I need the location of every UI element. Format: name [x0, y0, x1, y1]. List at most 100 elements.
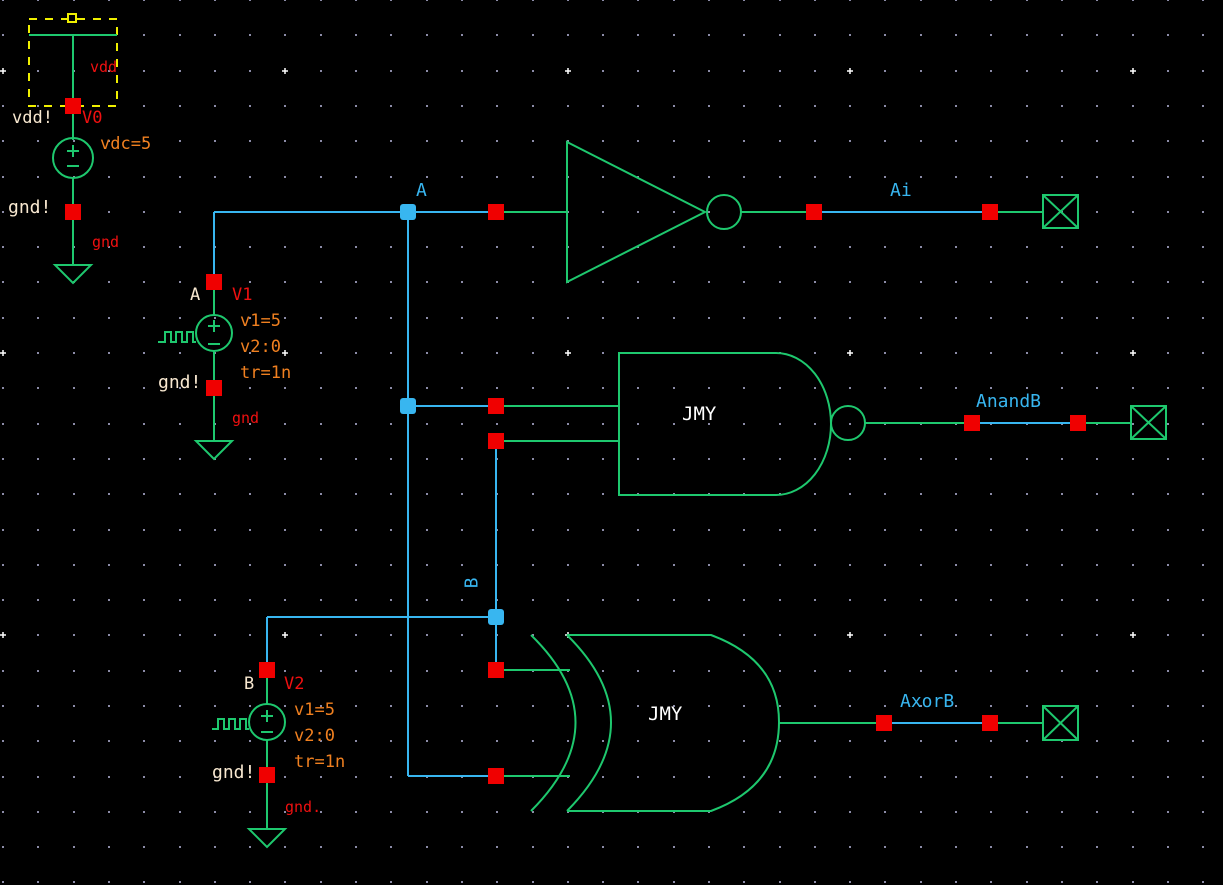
grid-dot [461, 529, 463, 531]
grid-dot [284, 34, 286, 36]
grid-dot [1061, 881, 1063, 883]
grid-dot [390, 634, 392, 636]
wire-label-axorb[interactable]: AxorB [900, 691, 955, 712]
grid-dot [884, 140, 886, 142]
pin[interactable] [488, 662, 504, 678]
grid-dot [743, 423, 745, 425]
grid-dot [73, 670, 75, 672]
grid-dot [249, 740, 251, 742]
grid-dot [673, 705, 675, 707]
pin[interactable] [982, 204, 998, 220]
grid-dot [814, 458, 816, 460]
pin[interactable] [488, 204, 504, 220]
grid-dot [73, 0, 75, 1]
nand-gate[interactable] [488, 352, 1131, 496]
pulse-source-v2[interactable] [212, 616, 496, 849]
grid-dot [284, 564, 286, 566]
output-pin-axorb[interactable] [1042, 705, 1079, 741]
grid-dot [779, 811, 781, 813]
pin[interactable] [964, 415, 980, 431]
grid-dot [532, 281, 534, 283]
output-pin-anandb[interactable] [1130, 405, 1167, 440]
pin[interactable] [206, 380, 222, 396]
grid-dot [990, 705, 992, 707]
vdd-pin-handle[interactable] [67, 13, 77, 23]
grid-dot [1061, 564, 1063, 566]
grid-dot [884, 317, 886, 319]
grid-dot [37, 246, 39, 248]
grid-dot [108, 529, 110, 531]
grid-dot [1026, 105, 1028, 107]
grid-dot [214, 599, 216, 601]
pin[interactable] [259, 662, 275, 678]
grid-dot [214, 105, 216, 107]
pin[interactable] [488, 398, 504, 414]
grid-dot [532, 70, 534, 72]
pin[interactable] [65, 204, 81, 220]
ground-icon [52, 264, 94, 285]
pin[interactable] [982, 715, 998, 731]
grid-dot [955, 352, 957, 354]
net-wires[interactable] [400, 204, 504, 777]
grid-dot [743, 811, 745, 813]
grid-dot [108, 564, 110, 566]
grid-dot [426, 564, 428, 566]
grid-dot [1026, 352, 1028, 354]
grid-dot [1026, 140, 1028, 142]
pin[interactable] [259, 767, 275, 783]
grid-dot [461, 458, 463, 460]
grid-dot [461, 317, 463, 319]
grid-dot [637, 881, 639, 883]
wire-label-a[interactable]: A [416, 180, 427, 201]
grid-dot [143, 246, 145, 248]
grid-dot [602, 529, 604, 531]
grid-dot [1061, 281, 1063, 283]
grid-dot [284, 105, 286, 107]
grid-dot [143, 493, 145, 495]
grid-dot [743, 634, 745, 636]
inverter-gate[interactable] [488, 140, 1043, 284]
grid-dot [179, 599, 181, 601]
grid-dot [284, 811, 286, 813]
grid-dot [955, 140, 957, 142]
pin[interactable] [876, 715, 892, 731]
wire-label-ai[interactable]: Ai [890, 180, 912, 201]
pin[interactable] [65, 98, 81, 114]
grid-dot [1202, 811, 1204, 813]
grid-dot [990, 811, 992, 813]
pin[interactable] [206, 274, 222, 290]
grid-dot [320, 70, 322, 72]
grid-dot [390, 493, 392, 495]
grid-dot [955, 599, 957, 601]
grid-dot [390, 387, 392, 389]
grid-dot [1096, 211, 1098, 213]
grid-dot [37, 529, 39, 531]
grid-dot [390, 70, 392, 72]
grid-dot [355, 317, 357, 319]
xor-gate[interactable] [488, 634, 1043, 812]
grid-dot [214, 176, 216, 178]
grid-dot [108, 811, 110, 813]
grid-cross [847, 68, 853, 74]
wire-label-anandb[interactable]: AnandB [976, 391, 1042, 412]
grid-dot [1167, 423, 1169, 425]
grid-dot [673, 140, 675, 142]
grid-dot [108, 423, 110, 425]
grid-dot [37, 387, 39, 389]
pin[interactable] [488, 433, 504, 449]
pulse-source-v1[interactable] [158, 211, 408, 461]
output-pin-ai[interactable] [1042, 194, 1079, 229]
grid-dot [390, 105, 392, 107]
grid-dot [179, 140, 181, 142]
pin[interactable] [488, 768, 504, 784]
pin[interactable] [1070, 415, 1086, 431]
grid-dot [426, 881, 428, 883]
pin[interactable] [806, 204, 822, 220]
grid-dot [143, 281, 145, 283]
grid-dot [496, 705, 498, 707]
grid-dot [990, 881, 992, 883]
vdd-source-v0[interactable] [28, 13, 118, 285]
grid-dot [743, 105, 745, 107]
wire-label-b[interactable]: B [461, 577, 483, 589]
